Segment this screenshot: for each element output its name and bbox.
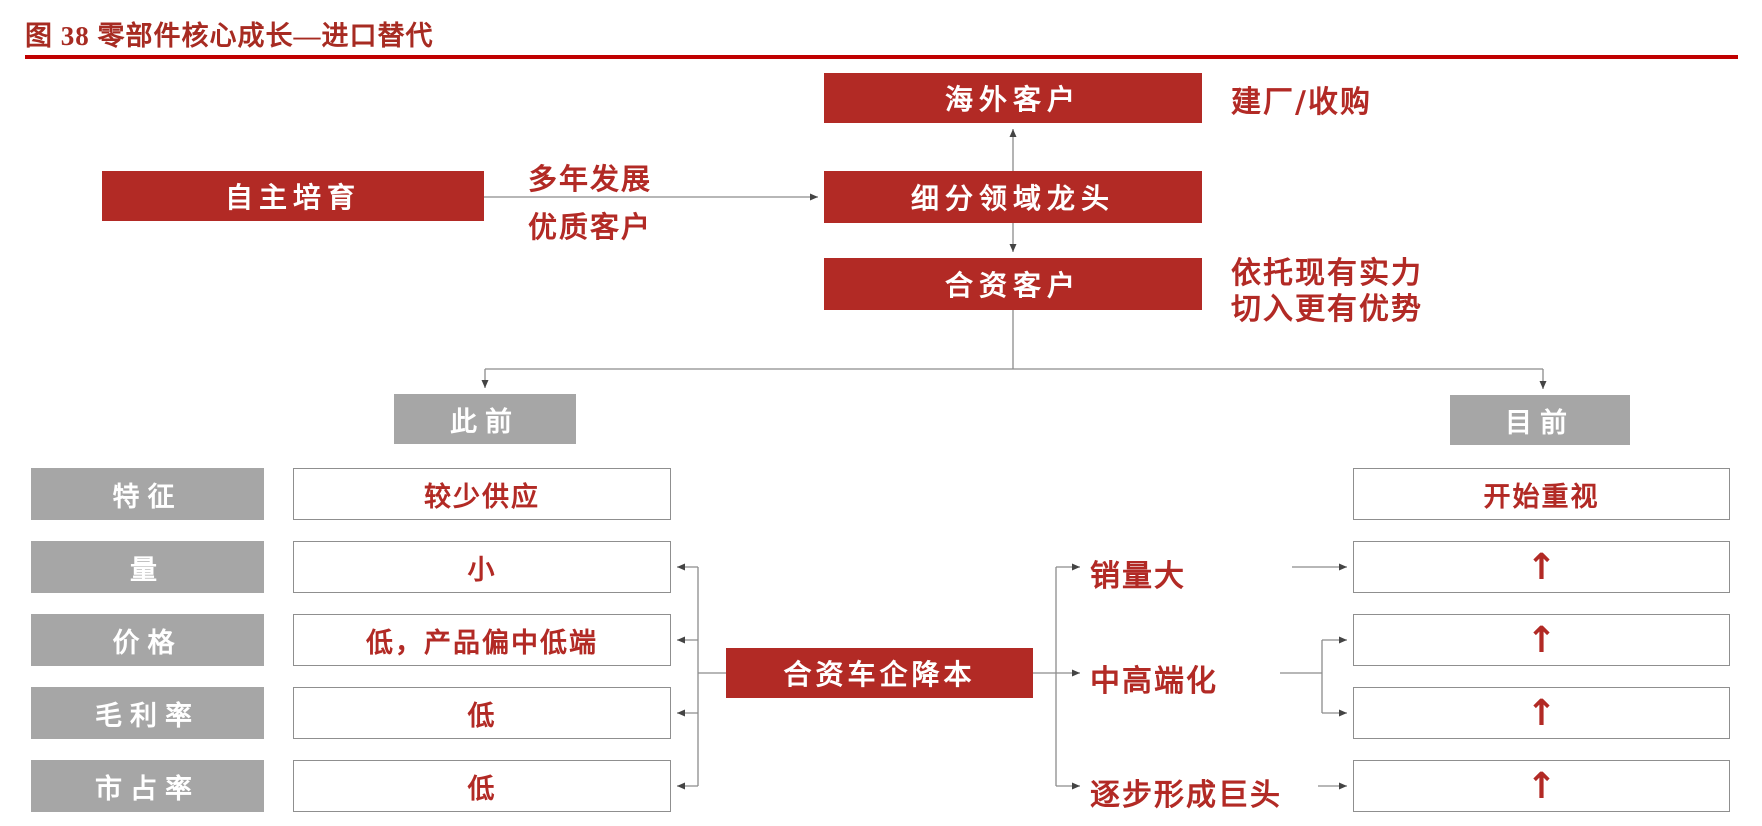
edge-label-bottom: 优质客户: [527, 210, 652, 244]
now-feature: 开始重视: [1353, 468, 1730, 520]
row-label-share: 市占率: [31, 760, 264, 812]
header-now: 目前: [1450, 395, 1630, 445]
right-spine: [1033, 567, 1057, 786]
before-volume: 小: [293, 541, 671, 593]
node-jv-customer: 合资客户: [824, 258, 1202, 310]
node-self-cultivation: 自主培育: [102, 171, 484, 221]
note-build-acquire: 建厂/收购: [1231, 85, 1372, 120]
before-margin: 低: [293, 687, 671, 739]
header-before: 此前: [394, 394, 576, 444]
node-segment-leader: 细分领域龙头: [824, 171, 1202, 223]
driver-midhigh: 中高端化: [1090, 664, 1218, 699]
before-share: 低: [293, 760, 671, 812]
edge-label-top: 多年发展: [527, 162, 652, 196]
now-volume-up-icon: ↑: [1353, 541, 1730, 593]
row-label-feature: 特征: [31, 468, 264, 520]
node-cost-reduction: 合资车企降本: [726, 648, 1033, 698]
left-spine: [697, 567, 726, 786]
node-overseas-customer: 海外客户: [824, 73, 1202, 123]
now-margin-up-icon: ↑: [1353, 687, 1730, 739]
note-jv-line1: 依托现有实力: [1231, 256, 1423, 291]
row-label-volume: 量: [31, 541, 264, 593]
now-share-up-icon: ↑: [1353, 760, 1730, 812]
before-feature: 较少供应: [293, 468, 671, 520]
title-underline: [25, 55, 1738, 59]
row-label-margin: 毛利率: [31, 687, 264, 739]
note-jv-line2: 切入更有优势: [1231, 292, 1423, 327]
branch-line-jv: [485, 310, 1543, 370]
now-price-up-icon: ↑: [1353, 614, 1730, 666]
row-label-price: 价格: [31, 614, 264, 666]
driver-giant: 逐步形成巨头: [1090, 778, 1282, 813]
before-price: 低，产品偏中低端: [293, 614, 671, 666]
midhigh-fork: [1280, 640, 1323, 713]
figure-title: 图 38 零部件核心成长—进口替代: [25, 21, 434, 51]
driver-sales: 销量大: [1090, 559, 1186, 594]
